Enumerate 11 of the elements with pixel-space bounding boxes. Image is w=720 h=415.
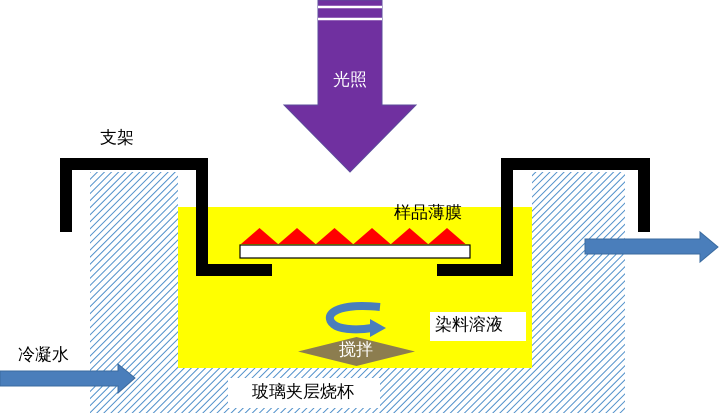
node-text: 染料溶液: [435, 315, 503, 336]
node-text: 搅拌: [339, 340, 373, 360]
part-label: 样品薄膜: [394, 203, 462, 224]
stirrer-diamond: [298, 337, 415, 366]
light-arrow: [283, 0, 417, 173]
label-box: [228, 378, 380, 408]
node-text: 玻璃夹层烧杯: [252, 382, 354, 402]
part-label: 冷凝水: [18, 345, 69, 366]
label-box: [430, 312, 526, 341]
part-label: 支架: [100, 128, 134, 148]
node-text: 光照: [333, 70, 367, 90]
